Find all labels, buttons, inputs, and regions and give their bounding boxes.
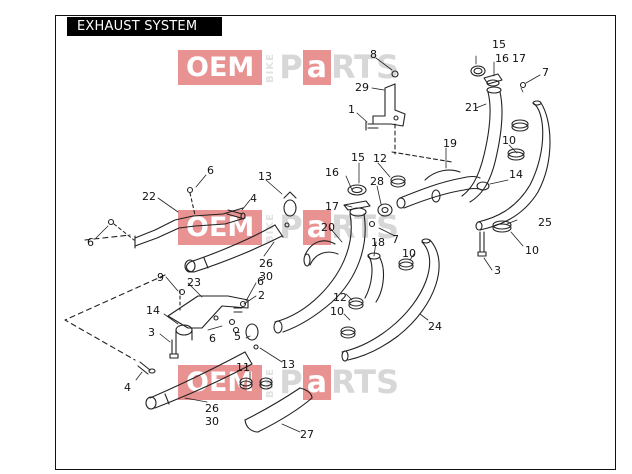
callout-4: 4 — [250, 192, 257, 205]
clamp — [348, 297, 364, 310]
clamp — [283, 191, 297, 228]
clamp — [340, 326, 356, 339]
nut — [232, 326, 240, 334]
lower-muffler-bracket — [167, 288, 249, 329]
callout-14: 14 — [146, 304, 160, 317]
callout-26: 26 — [205, 402, 219, 415]
callout-13: 13 — [258, 170, 272, 183]
bolt — [226, 209, 246, 220]
callout-30: 30 — [205, 415, 219, 428]
callout-18: 18 — [371, 236, 385, 249]
callout-21: 21 — [465, 101, 479, 114]
callout-5: 5 — [234, 330, 241, 343]
callout-4: 4 — [124, 381, 131, 394]
rear-header-pipe — [273, 213, 366, 334]
crossover-pipe — [391, 151, 483, 209]
clamp — [511, 119, 529, 132]
clamp — [507, 148, 525, 161]
bolt — [477, 231, 487, 257]
callout-9: 9 — [157, 271, 164, 284]
rear-gasket-and-flange — [343, 184, 376, 228]
callout-7: 7 — [392, 233, 399, 246]
callout-6: 6 — [207, 164, 214, 177]
upper-muffler-bracket — [107, 186, 246, 249]
callout-24: 24 — [428, 320, 442, 333]
callout-15: 15 — [492, 38, 506, 51]
callout-27: 27 — [300, 428, 314, 441]
nut — [391, 70, 399, 78]
callout-17: 17 — [325, 200, 339, 213]
callout-15: 15 — [351, 151, 365, 164]
callout-12: 12 — [373, 152, 387, 165]
callout-3: 3 — [494, 264, 501, 277]
gasket — [377, 203, 393, 217]
callout-12: 12 — [333, 291, 347, 304]
callout-25: 25 — [538, 216, 552, 229]
callout-1: 1 — [348, 103, 355, 116]
front-exhaust-pipe — [475, 100, 551, 231]
callout-7: 7 — [542, 66, 549, 79]
diagram-title: EXHAUST SYSTEM — [67, 17, 222, 36]
callout-16: 16 — [325, 166, 339, 179]
callout-26: 26 — [259, 257, 273, 270]
callout-6: 6 — [87, 236, 94, 249]
callout-8: 8 — [370, 48, 377, 61]
callout-22: 22 — [142, 190, 156, 203]
clamp — [398, 258, 414, 271]
callout-2: 2 — [258, 289, 265, 302]
clamp — [259, 377, 273, 390]
bolt — [137, 361, 156, 375]
nut — [228, 318, 236, 326]
callout-23: 23 — [187, 276, 201, 289]
upper-muffler — [184, 224, 284, 273]
clamp — [476, 181, 490, 191]
callout-30: 30 — [259, 270, 273, 283]
callout-11: 11 — [236, 361, 250, 374]
callout-14: 14 — [509, 168, 523, 181]
callout-13: 13 — [281, 358, 295, 371]
callout-3: 3 — [148, 326, 155, 339]
rear-exhaust-pipe — [341, 238, 440, 362]
callout-17: 17 — [512, 52, 526, 65]
callout-10: 10 — [330, 305, 344, 318]
lower-muffler — [145, 351, 253, 410]
nut — [519, 81, 527, 89]
bolt — [169, 339, 179, 359]
callout-20: 20 — [321, 221, 335, 234]
callout-6: 6 — [257, 275, 264, 288]
callout-6: 6 — [209, 332, 216, 345]
clamp — [492, 220, 512, 233]
bolt — [365, 121, 379, 131]
clamp — [390, 175, 406, 188]
callout-29: 29 — [355, 81, 369, 94]
callout-10: 10 — [525, 244, 539, 257]
connector-pipe — [364, 252, 385, 303]
nut — [239, 300, 247, 308]
crossover-stub — [303, 240, 339, 267]
mounting-bracket — [372, 83, 406, 127]
callout-10: 10 — [402, 247, 416, 260]
callout-10: 10 — [502, 134, 516, 147]
heat-shield — [244, 387, 313, 433]
callout-19: 19 — [443, 137, 457, 150]
callout-16: 16 — [495, 52, 509, 65]
top-gasket-and-flange — [470, 65, 503, 87]
clamp — [239, 377, 253, 390]
bolt — [233, 307, 243, 313]
callout-28: 28 — [370, 175, 384, 188]
clamp — [175, 324, 193, 341]
clamp — [245, 323, 259, 350]
